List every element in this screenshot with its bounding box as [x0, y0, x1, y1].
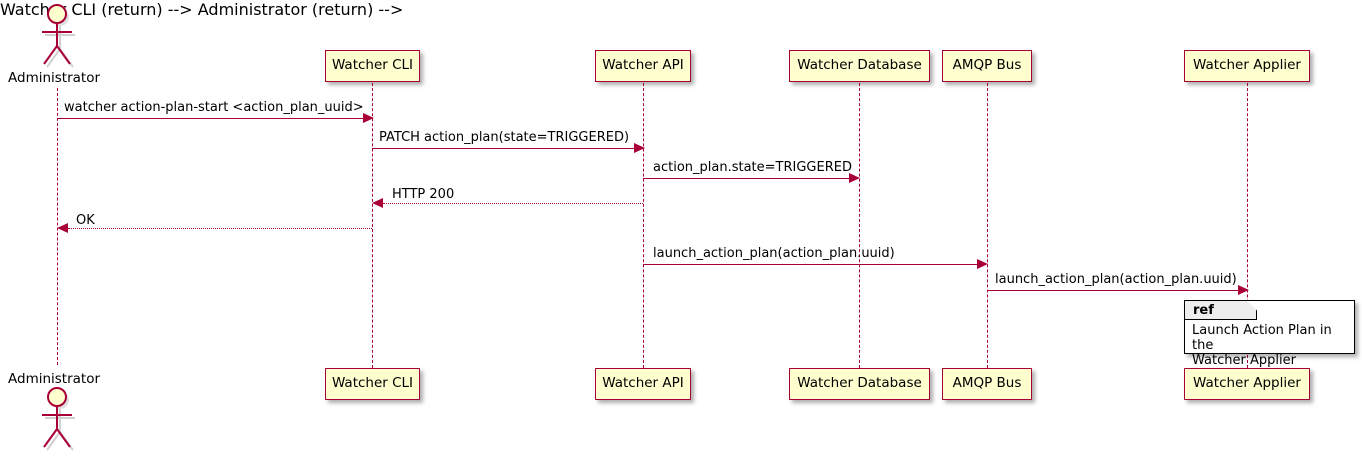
message-line-m6: [643, 264, 978, 265]
message-line-m7: [987, 290, 1238, 291]
message-label-m6: launch_action_plan(action_plan.uuid): [653, 246, 895, 261]
participant-amqp-bus-top[interactable]: AMQP Bus: [942, 50, 1032, 82]
participant-watcher-database-top[interactable]: Watcher Database: [789, 50, 930, 82]
participant-watcher-database-bottom[interactable]: Watcher Database: [789, 368, 930, 400]
ref-fragment-tab-label: ref: [1193, 302, 1214, 318]
participant-watcher-api-bottom[interactable]: Watcher API: [595, 368, 691, 400]
participant-label-watcher-applier-top: Watcher Applier: [1193, 57, 1301, 74]
participant-label-watcher-cli-top: Watcher CLI: [331, 57, 414, 74]
actor-administrator-bottom: [42, 387, 75, 451]
lifeline-watcher-api: [643, 83, 644, 368]
message-arrowhead-m2: [634, 143, 645, 153]
message-label-m1: watcher action-plan-start <action_plan_u…: [64, 100, 364, 115]
lifeline-watcher-cli: [372, 83, 373, 368]
ref-fragment[interactable]: ref Launch Action Plan in the Watcher Ap…: [1184, 300, 1355, 368]
participant-label-watcher-api-bottom: Watcher API: [602, 375, 684, 392]
participant-label-administrator-bottom: Administrator: [8, 371, 101, 387]
message-line-m2: [372, 148, 637, 149]
message-label-m7: launch_action_plan(action_plan.uuid): [995, 272, 1237, 287]
message-arrowhead-m3: [849, 173, 860, 183]
ref-fragment-tab: ref: [1185, 301, 1257, 320]
participant-watcher-applier-bottom[interactable]: Watcher Applier: [1184, 368, 1310, 400]
participant-label-watcher-database-top: Watcher Database: [797, 57, 922, 74]
participant-label-watcher-cli-bottom: Watcher CLI: [331, 375, 414, 392]
participant-amqp-bus-bottom[interactable]: AMQP Bus: [942, 368, 1032, 400]
message-line-m4: [383, 203, 643, 204]
participant-label-watcher-api-top: Watcher API: [602, 57, 684, 74]
participant-label-amqp-bus-top: AMQP Bus: [952, 57, 1022, 74]
participant-label-amqp-bus-bottom: AMQP Bus: [952, 375, 1022, 392]
participant-label-watcher-database-bottom: Watcher Database: [797, 375, 922, 392]
participant-watcher-cli-bottom[interactable]: Watcher CLI: [325, 368, 420, 400]
participant-watcher-api-top[interactable]: Watcher API: [595, 50, 691, 82]
message-arrowhead-m4: [372, 198, 383, 208]
message-arrowhead-m6: [977, 259, 988, 269]
lifeline-watcher-applier: [1247, 83, 1248, 368]
lifeline-watcher-database: [859, 83, 860, 368]
ref-fragment-text: Launch Action Plan in the Watcher Applie…: [1192, 323, 1332, 368]
participant-label-watcher-applier-bottom: Watcher Applier: [1193, 375, 1301, 392]
participant-label-administrator-top: Administrator: [8, 70, 101, 86]
message-label-m2: PATCH action_plan(state=TRIGGERED): [379, 130, 630, 145]
message-line-m5: [68, 228, 372, 229]
message-line-m1: [57, 118, 366, 119]
lifeline-amqp-bus: [987, 83, 988, 368]
participant-watcher-cli-top[interactable]: Watcher CLI: [325, 50, 420, 82]
message-arrowhead-m5: [57, 223, 68, 233]
actor-administrator-top: [42, 4, 75, 68]
message-label-m5: OK: [76, 213, 95, 228]
participant-watcher-applier-top[interactable]: Watcher Applier: [1184, 50, 1310, 82]
message-line-m3: [643, 178, 850, 179]
message-arrowhead-m7: [1238, 285, 1249, 295]
message-label-m3: action_plan.state=TRIGGERED: [653, 160, 852, 175]
message-label-m4: HTTP 200: [392, 187, 455, 202]
message-arrowhead-m1: [363, 113, 374, 123]
